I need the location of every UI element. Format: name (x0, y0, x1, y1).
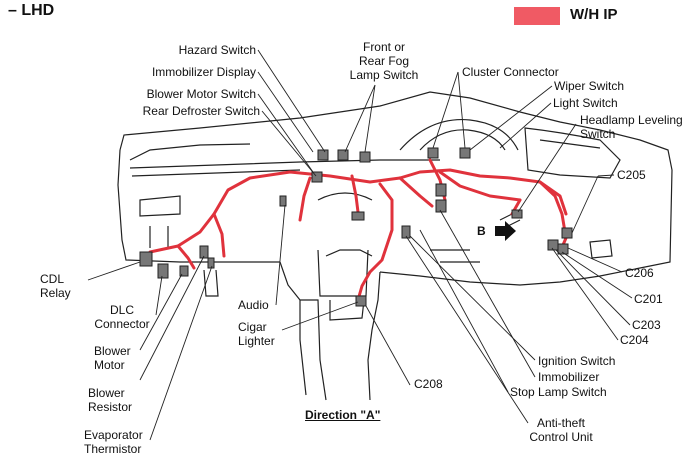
label-rear-defroster-switch: Rear Defroster Switch (142, 104, 260, 118)
label-c204: C204 (620, 333, 649, 347)
ip-harness (148, 158, 568, 302)
label-c203: C203 (632, 318, 661, 332)
label-ignition-switch: Ignition Switch (538, 354, 616, 368)
connectors (139, 147, 573, 307)
label-c201: C201 (634, 292, 663, 306)
label-anti-theft-control-unit: Anti-theft Control Unit (529, 416, 593, 444)
leader-lines (87, 49, 633, 441)
label-light-switch: Light Switch (553, 96, 618, 110)
legend-label: W/H IP (570, 6, 618, 23)
label-cdl-relay: CDL Relay (40, 272, 71, 300)
direction-label: Direction "A" (305, 408, 381, 422)
label-immobilizer: Immobilizer (538, 370, 600, 384)
label-hazard-switch: Hazard Switch (178, 43, 256, 57)
label-evaporator-thermistor: Evaporator Thermistor (84, 428, 143, 456)
label-c205: C205 (617, 168, 646, 182)
label-immobilizer-display: Immobilizer Display (151, 65, 256, 79)
dashboard-outline (117, 91, 673, 401)
label-blower-motor: Blower Motor (94, 344, 131, 372)
label-dlc-connector: DLC Connector (94, 303, 150, 331)
diagram-title: – LHD (8, 2, 55, 19)
view-b-marker: B (477, 224, 486, 238)
label-c206: C206 (625, 266, 654, 280)
label-headlamp-leveling-switch: Headlamp Leveling Switch (580, 113, 683, 141)
label-blower-motor-switch: Blower Motor Switch (146, 87, 256, 101)
view-b-arrow (495, 221, 516, 241)
legend-swatch (514, 7, 560, 25)
label-fog-lamp-switch: Front or Rear Fog Lamp Switch (349, 40, 419, 82)
label-cigar-lighter: Cigar Lighter (238, 320, 275, 348)
label-stop-lamp-switch: Stop Lamp Switch (510, 385, 607, 399)
label-cluster-connector: Cluster Connector (462, 65, 559, 79)
label-audio: Audio (238, 298, 269, 312)
label-wiper-switch: Wiper Switch (554, 79, 625, 93)
label-c208: C208 (414, 377, 443, 391)
label-blower-resistor: Blower Resistor (88, 386, 133, 414)
